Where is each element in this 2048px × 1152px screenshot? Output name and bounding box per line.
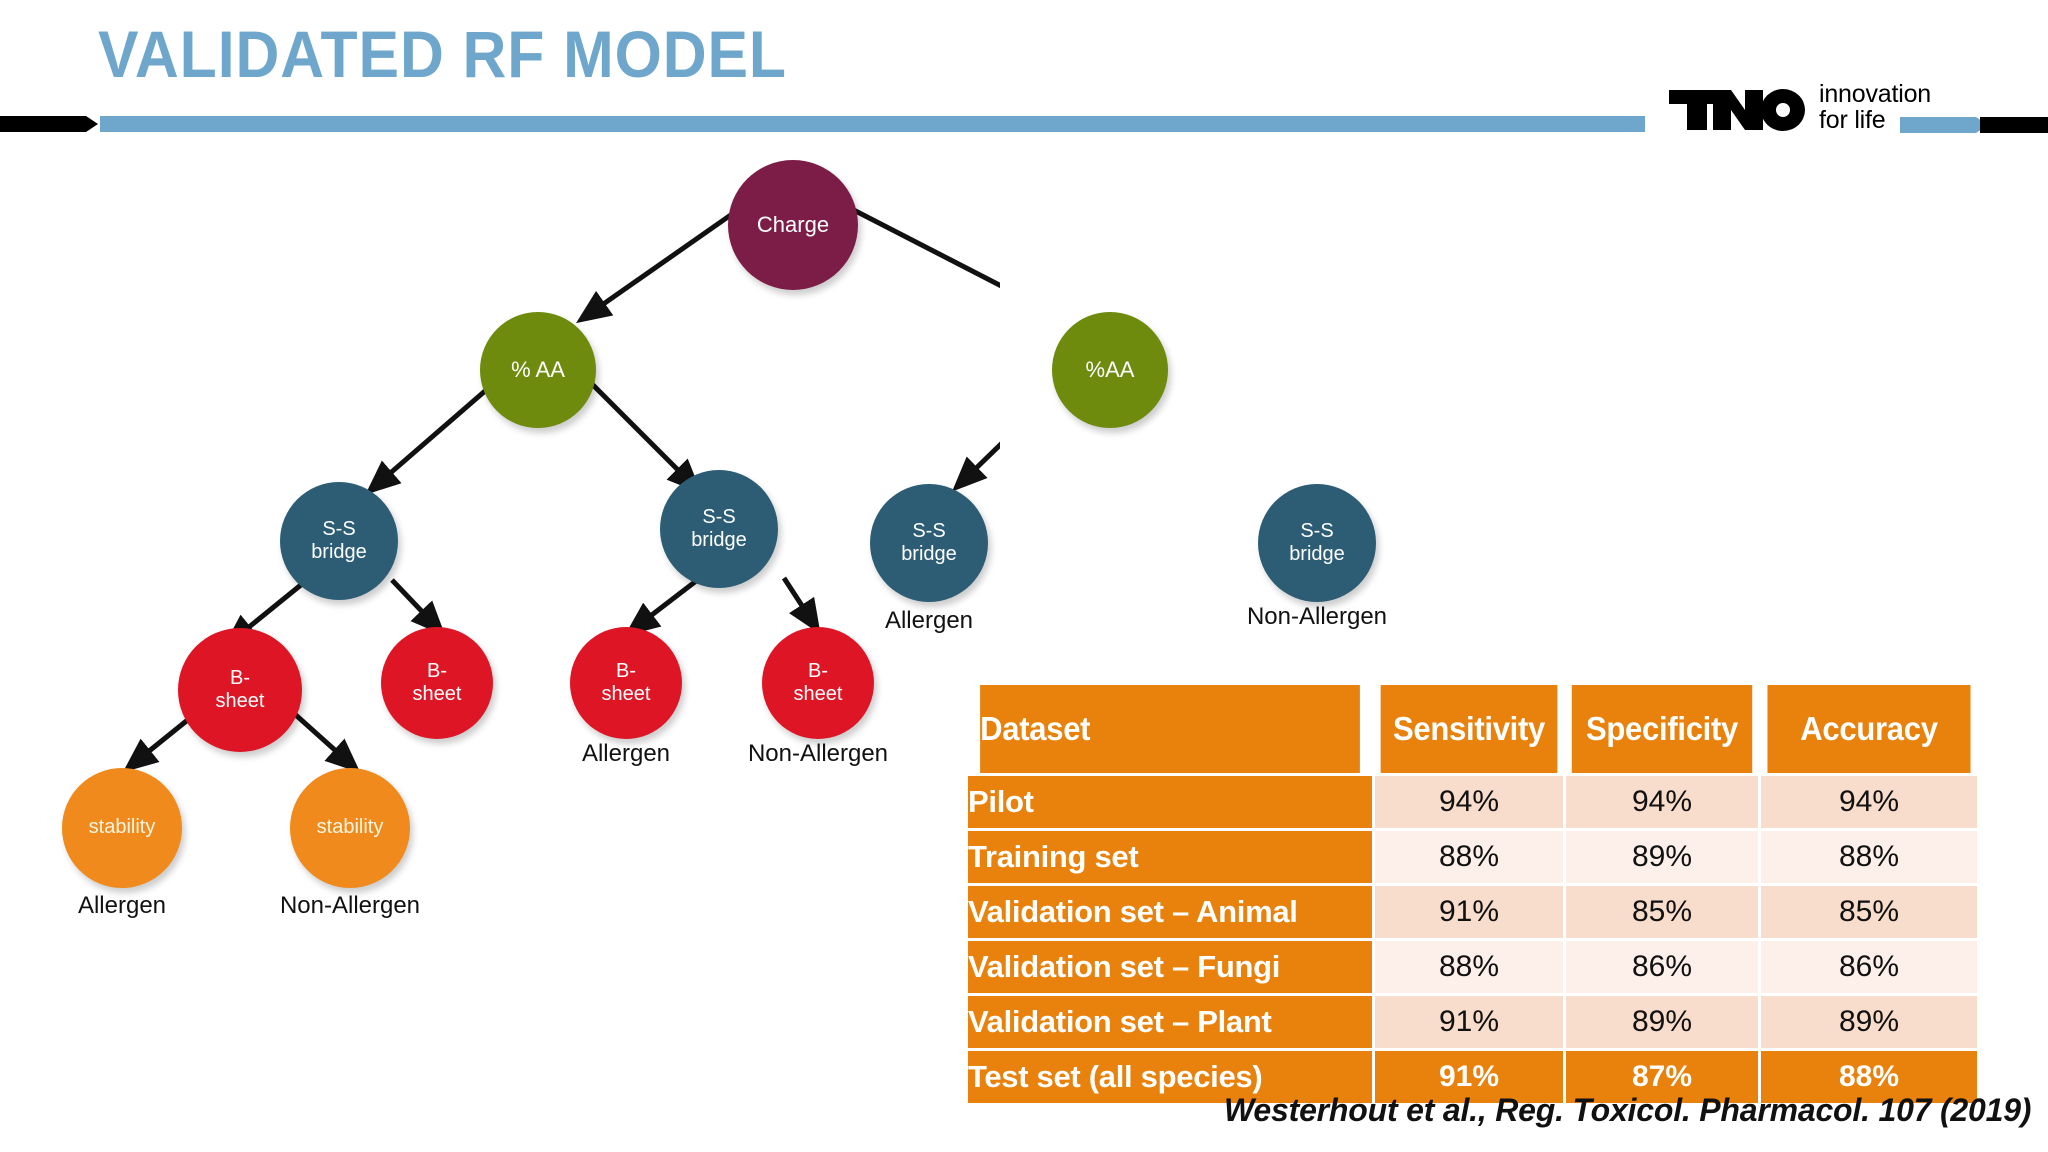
leaf-label-ss-bridge-4: Non-Allergen (1246, 603, 1388, 630)
column-header-sensitivity: Sensitivity (1380, 685, 1558, 773)
tree-node-label-line1: S-S (322, 517, 356, 540)
cell-sensitivity: 91% (1375, 996, 1563, 1048)
tree-node-label-line1: B- (427, 659, 447, 682)
tree-node-label: % AA (511, 357, 565, 383)
tno-tagline: innovation for life (1819, 81, 1931, 133)
cell-sensitivity: 91% (1375, 1051, 1563, 1103)
results-table: Dataset Sensitivity Specificity Accuracy… (965, 682, 1980, 1106)
row-label-training-set: Training set (968, 831, 1372, 883)
leaf-label-stability-1: Allergen (77, 892, 167, 919)
cell-sensitivity: 91% (1375, 886, 1563, 938)
cell-specificity: 87% (1566, 1051, 1758, 1103)
row-label-test-set: Test set (all species) (968, 1051, 1372, 1103)
tree-node-label-line1: S-S (702, 505, 736, 528)
tno-logo: innovation for life (1667, 81, 1957, 134)
table-row: Validation set – Animal 91% 85% 85% (968, 886, 1977, 938)
tree-node-label-line1: S-S (912, 519, 946, 542)
cell-specificity: 86% (1566, 941, 1758, 993)
tno-tagline-line1: innovation (1819, 80, 1931, 108)
row-label-pilot: Pilot (968, 776, 1372, 828)
tree-node-label-line1: B- (616, 659, 636, 682)
tree-node-label-line1: S-S (1300, 519, 1334, 542)
tree-node-percent-aa-left[interactable]: % AA (480, 312, 596, 428)
tree-node-b-sheet-1[interactable]: B- sheet (178, 628, 302, 752)
row-label-validation-fungi: Validation set – Fungi (968, 941, 1372, 993)
tree-node-label-line2: sheet (215, 690, 265, 712)
tree-node-label-line2: bridge (691, 529, 747, 551)
tree-node-ss-bridge-4[interactable]: S-S bridge (1258, 484, 1376, 602)
cell-accuracy: 85% (1761, 886, 1977, 938)
column-header-specificity: Specificity (1571, 685, 1753, 773)
tree-node-ss-bridge-2[interactable]: S-S bridge (660, 470, 778, 588)
tree-node-label-line2: sheet (412, 683, 462, 705)
table-header-row: Dataset Sensitivity Specificity Accuracy (968, 685, 1977, 773)
leaf-label-stability-2: Non-Allergen (279, 892, 421, 919)
header-divider-rule (0, 116, 2048, 133)
tree-node-percent-aa-right[interactable]: %AA (1052, 312, 1168, 428)
cell-accuracy: 88% (1761, 831, 1977, 883)
tree-node-label: %AA (1085, 357, 1135, 383)
row-label-validation-animal: Validation set – Animal (968, 886, 1372, 938)
tree-node-label-line1: B- (808, 659, 828, 682)
cell-accuracy: 88% (1761, 1051, 1977, 1103)
table-row: Pilot 94% 94% 94% (968, 776, 1977, 828)
row-label-validation-plant: Validation set – Plant (968, 996, 1372, 1048)
decision-tree-diagram: Charge % AA %AA S-S bridge S-S bridge S-… (0, 140, 1387, 960)
tree-node-stability-2[interactable]: stability (290, 768, 410, 888)
tree-node-ss-bridge-1[interactable]: S-S bridge (280, 482, 398, 600)
tree-node-label-line2: sheet (601, 683, 651, 705)
cell-specificity: 85% (1566, 886, 1758, 938)
tree-node-label: Charge (756, 212, 830, 238)
table-row: Training set 88% 89% 88% (968, 831, 1977, 883)
cell-sensitivity: 88% (1375, 941, 1563, 993)
cell-sensitivity: 88% (1375, 831, 1563, 883)
tree-node-b-sheet-3[interactable]: B- sheet (570, 627, 682, 739)
leaf-label-b-sheet-4: Non-Allergen (747, 740, 889, 767)
citation-text: Westerhout et al., Reg. Toxicol. Pharmac… (1224, 1092, 2032, 1128)
tree-node-label-line2: bridge (901, 543, 957, 565)
tno-wordmark-icon (1669, 89, 1805, 131)
tree-node-stability-1[interactable]: stability (62, 768, 182, 888)
cell-specificity: 89% (1566, 831, 1758, 883)
table-row: Validation set – Plant 91% 89% 89% (968, 996, 1977, 1048)
page-title: VALIDATED RF MODEL (98, 17, 787, 91)
tree-node-label: stability (316, 816, 384, 839)
cell-accuracy: 89% (1761, 996, 1977, 1048)
cell-sensitivity: 94% (1375, 776, 1563, 828)
cell-accuracy: 86% (1761, 941, 1977, 993)
table-row: Validation set – Fungi 88% 86% 86% (968, 941, 1977, 993)
tree-node-ss-bridge-3[interactable]: S-S bridge (870, 484, 988, 602)
tree-node-label-line2: sheet (793, 683, 843, 705)
tree-node-label: stability (88, 816, 156, 839)
leaf-label-b-sheet-3: Allergen (581, 740, 671, 767)
cell-accuracy: 94% (1761, 776, 1977, 828)
table-row: Test set (all species) 91% 87% 88% (968, 1051, 1977, 1103)
tree-node-label-line2: bridge (311, 541, 367, 563)
cell-specificity: 94% (1566, 776, 1758, 828)
column-header-dataset: Dataset (980, 685, 1360, 773)
cell-specificity: 89% (1566, 996, 1758, 1048)
leaf-label-ss-bridge-3: Allergen (884, 607, 974, 634)
tree-node-charge[interactable]: Charge (728, 160, 858, 290)
tree-node-b-sheet-4[interactable]: B- sheet (762, 627, 874, 739)
tno-tagline-line2: for life (1819, 106, 1886, 134)
tree-node-label-line1: B- (230, 666, 250, 689)
tree-node-label-line2: bridge (1289, 543, 1345, 565)
column-header-accuracy: Accuracy (1767, 685, 1971, 773)
tree-node-b-sheet-2[interactable]: B- sheet (381, 627, 493, 739)
